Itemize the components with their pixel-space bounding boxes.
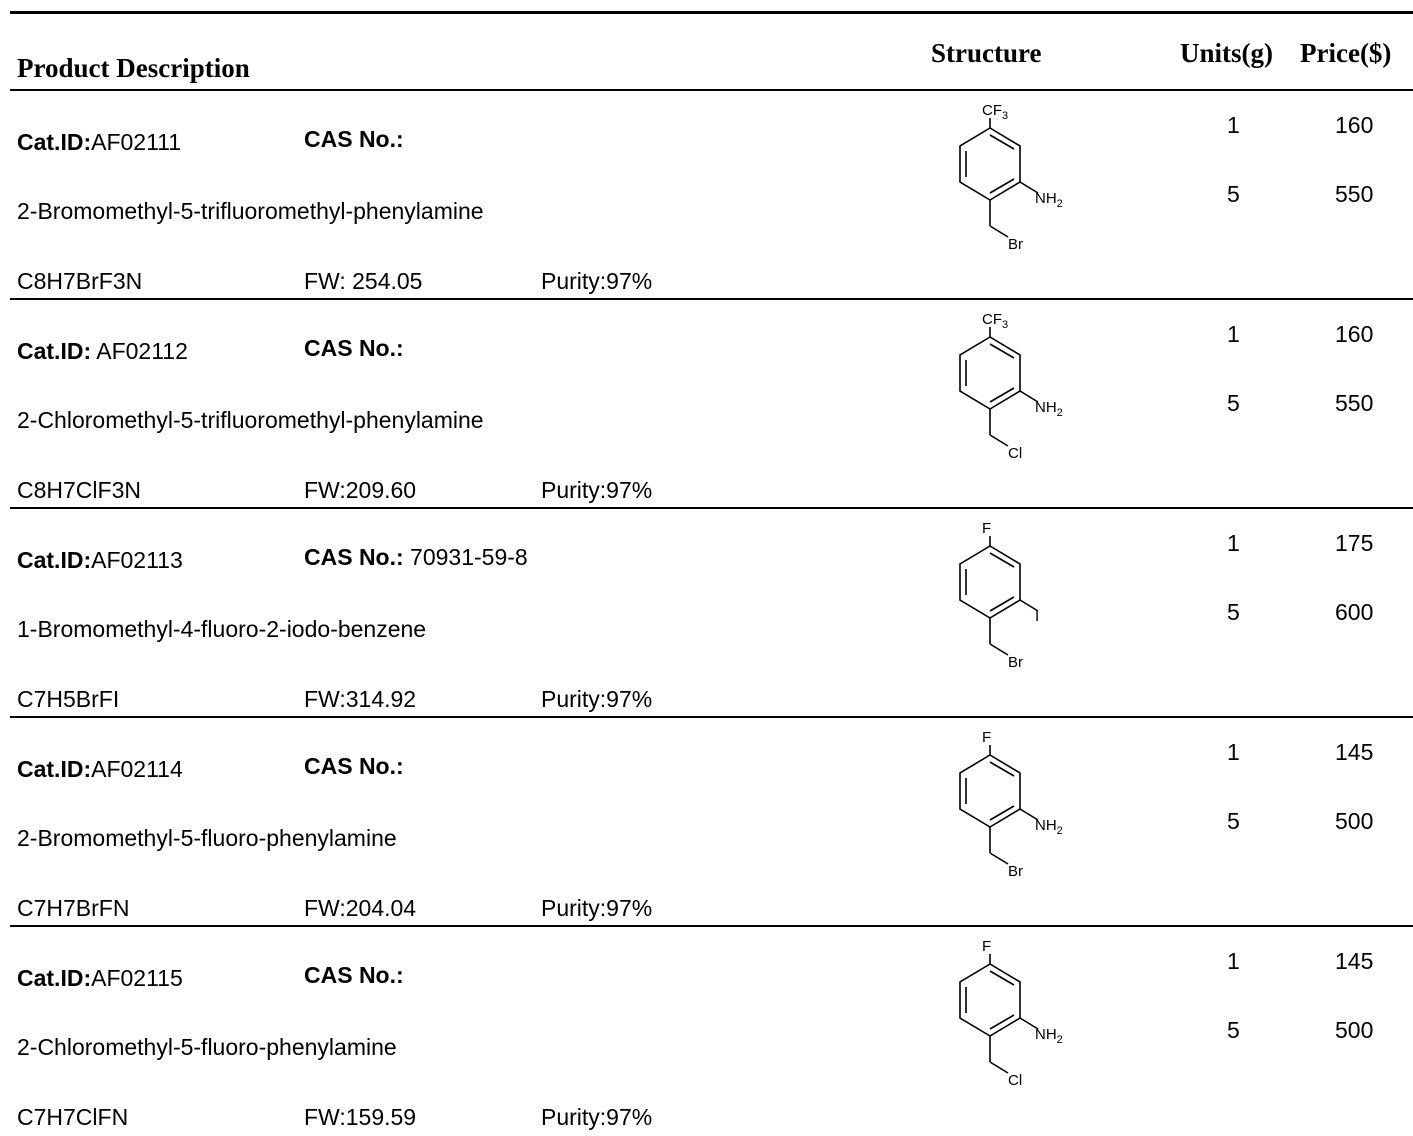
purity: Purity:97%	[541, 477, 653, 503]
cat-id: Cat.ID: AF02112	[17, 338, 188, 364]
product-row: Cat.ID:AF02113 CAS No.: 70931-59-8 1-Bromo…	[0, 509, 1413, 718]
svg-text:Br: Br	[1008, 863, 1023, 880]
purity: Purity:97%	[541, 686, 653, 712]
price-value: 145	[1335, 739, 1374, 765]
chemical-structure: F I Br	[930, 514, 1110, 689]
unit-value: 1	[1227, 321, 1240, 347]
product-name: 2-Chloromethyl-5-trifluoromethyl-phenyla…	[17, 407, 484, 433]
header-structure: Structure	[931, 38, 1042, 68]
product-name: 2-Bromomethyl-5-fluoro-phenylamine	[17, 825, 397, 851]
formula-weight: FW:204.04	[304, 895, 417, 921]
molecular-formula: C8H7BrF3N	[17, 268, 143, 294]
formula-weight: FW:159.59	[304, 1104, 417, 1130]
svg-text:CF3: CF3	[982, 102, 1008, 122]
unit-value: 1	[1227, 112, 1240, 138]
svg-text:NH2: NH2	[1035, 190, 1063, 210]
product-name: 2-Bromomethyl-5-trifluoromethyl-phenylam…	[17, 198, 484, 224]
formula-weight: FW: 254.05	[304, 268, 423, 294]
price-value: 500	[1335, 808, 1374, 834]
header-units: Units(g)	[1180, 38, 1273, 68]
svg-text:Cl: Cl	[1008, 445, 1022, 462]
row-divider	[10, 925, 1413, 927]
svg-text:Cl: Cl	[1008, 1072, 1022, 1089]
svg-text:F: F	[982, 938, 991, 955]
cas-number: CAS No.: 70931-59-8	[304, 544, 528, 570]
header-price: Price($)	[1300, 38, 1392, 68]
svg-text:F: F	[982, 729, 991, 746]
product-row: Cat.ID:AF02115 CAS No.: 2-Chloromethyl-5-f…	[0, 927, 1413, 1136]
unit-value: 5	[1227, 1017, 1240, 1043]
formula-weight: FW:314.92	[304, 686, 417, 712]
unit-value: 5	[1227, 390, 1240, 416]
svg-text:NH2: NH2	[1035, 1026, 1063, 1046]
svg-text:F: F	[982, 520, 991, 537]
price-value: 600	[1335, 599, 1374, 625]
cat-id: Cat.ID:AF02115	[17, 965, 183, 991]
unit-value: 5	[1227, 181, 1240, 207]
molecular-formula: C7H5BrFI	[17, 686, 120, 712]
row-divider	[10, 507, 1413, 509]
molecular-formula: C7H7BrFN	[17, 895, 130, 921]
cat-id: Cat.ID:AF02114	[17, 756, 183, 782]
purity: Purity:97%	[541, 895, 653, 921]
row-divider	[10, 298, 1413, 300]
purity: Purity:97%	[541, 1104, 653, 1130]
row-divider	[10, 716, 1413, 718]
product-name: 2-Chloromethyl-5-fluoro-phenylamine	[17, 1034, 397, 1060]
unit-value: 1	[1227, 948, 1240, 974]
price-value: 145	[1335, 948, 1374, 974]
unit-value: 1	[1227, 739, 1240, 765]
cas-number: CAS No.:	[304, 126, 404, 152]
unit-value: 1	[1227, 530, 1240, 556]
cas-number: CAS No.:	[304, 335, 404, 361]
cat-id: Cat.ID:AF02113	[17, 547, 183, 573]
molecular-formula: C7H7ClFN	[17, 1104, 129, 1130]
top-rule	[10, 11, 1413, 14]
header-product-description: Product Description	[17, 53, 250, 83]
product-row: Cat.ID:AF02111 CAS No.: 2-Bromomethyl-5-tr…	[0, 91, 1413, 300]
unit-value: 5	[1227, 808, 1240, 834]
svg-text:NH2: NH2	[1035, 817, 1063, 837]
price-value: 500	[1335, 1017, 1374, 1043]
svg-text:I: I	[1035, 608, 1039, 625]
price-value: 550	[1335, 390, 1374, 416]
price-value: 160	[1335, 112, 1374, 138]
header-rule	[10, 89, 1413, 91]
unit-value: 5	[1227, 599, 1240, 625]
svg-text:Br: Br	[1008, 654, 1023, 671]
cas-number: CAS No.:	[304, 753, 404, 779]
svg-text:NH2: NH2	[1035, 399, 1063, 419]
product-row: Cat.ID: AF02112 CAS No.: 2-Chloromethyl-5-…	[0, 300, 1413, 509]
price-value: 550	[1335, 181, 1374, 207]
svg-text:Br: Br	[1008, 236, 1023, 253]
product-name: 1-Bromomethyl-4-fluoro-2-iodo-benzene	[17, 616, 427, 642]
formula-weight: FW:209.60	[304, 477, 417, 503]
product-row: Cat.ID:AF02114 CAS No.: 2-Bromomethyl-5-fl…	[0, 718, 1413, 927]
price-value: 160	[1335, 321, 1374, 347]
molecular-formula: C8H7ClF3N	[17, 477, 141, 503]
cat-id: Cat.ID:AF02111	[17, 129, 182, 155]
purity: Purity:97%	[541, 268, 653, 294]
price-value: 175	[1335, 530, 1374, 556]
cas-number: CAS No.:	[304, 962, 404, 988]
svg-text:CF3: CF3	[982, 311, 1008, 331]
